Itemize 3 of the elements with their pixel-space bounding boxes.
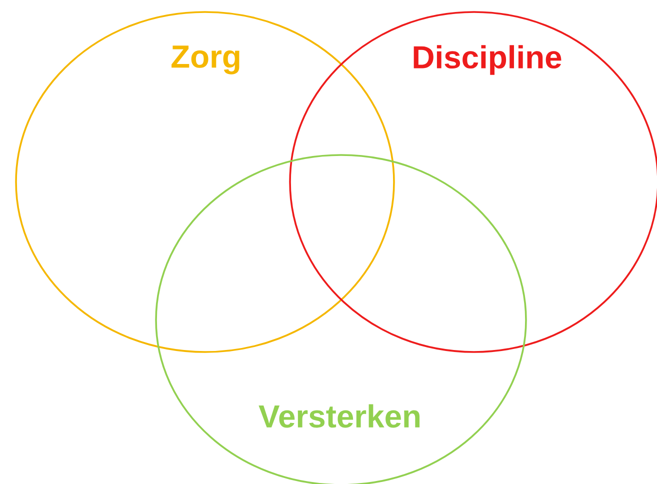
circle-label: Discipline bbox=[414, 45, 562, 75]
circle-label: Versterken bbox=[258, 404, 420, 428]
circle-label: Zorg bbox=[172, 46, 240, 74]
